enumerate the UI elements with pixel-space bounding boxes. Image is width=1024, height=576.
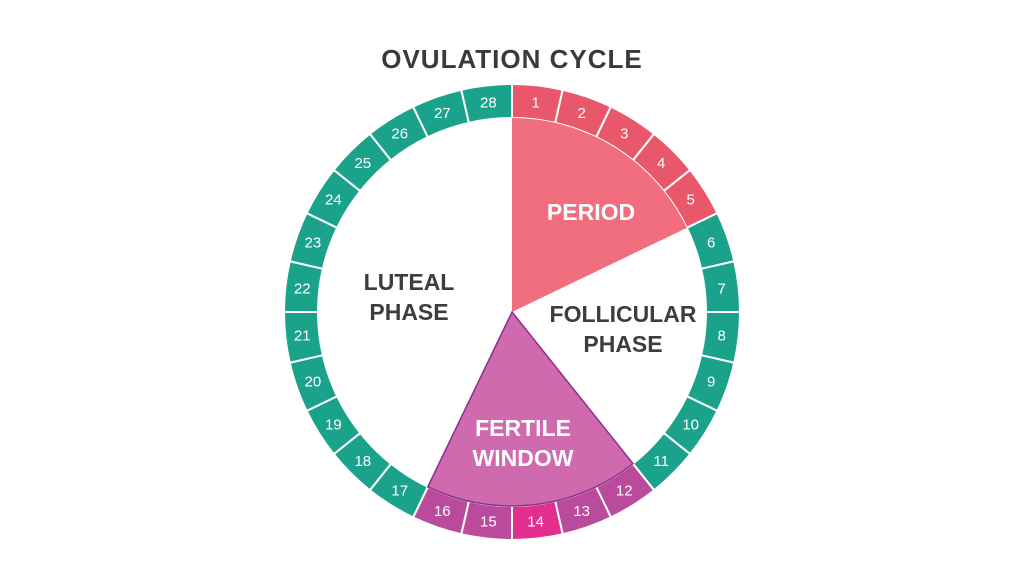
period-wedge bbox=[512, 118, 687, 312]
day-number-23: 23 bbox=[304, 234, 321, 251]
luteal-label-line2: PHASE bbox=[369, 299, 448, 325]
day-segment-28 bbox=[460, 82, 513, 125]
day-number-10: 10 bbox=[682, 416, 699, 433]
follicular-label-line1: FOLLICULAR bbox=[550, 301, 697, 327]
day-number-16: 16 bbox=[434, 503, 451, 520]
day-number-17: 17 bbox=[391, 483, 408, 500]
day-number-15: 15 bbox=[480, 514, 497, 531]
day-number-19: 19 bbox=[325, 416, 342, 433]
day-number-27: 27 bbox=[434, 105, 451, 122]
day-number-6: 6 bbox=[707, 234, 715, 251]
day-number-20: 20 bbox=[304, 374, 321, 391]
phase-labels: PERIOD LUTEAL PHASE FOLLICULAR PHASE FER… bbox=[364, 199, 697, 471]
fertile-label-line1: FERTILE bbox=[475, 415, 571, 441]
day-number-7: 7 bbox=[718, 280, 726, 297]
fertile-window-wedge bbox=[426, 310, 635, 507]
day-number-13: 13 bbox=[573, 503, 590, 520]
day-number-28: 28 bbox=[480, 94, 497, 111]
day-ring: 1234567891011121314151617181920212223242… bbox=[282, 82, 742, 542]
day-number-25: 25 bbox=[354, 155, 371, 172]
fertile-label-line2: WINDOW bbox=[473, 445, 574, 471]
follicular-label-line2: PHASE bbox=[583, 331, 662, 357]
day-number-18: 18 bbox=[354, 453, 371, 470]
day-number-26: 26 bbox=[391, 125, 408, 142]
diagram-title: OVULATION CYCLE bbox=[381, 44, 643, 74]
phase-wedges bbox=[426, 118, 687, 507]
day-number-1: 1 bbox=[531, 94, 539, 111]
day-number-3: 3 bbox=[620, 125, 628, 142]
day-number-11: 11 bbox=[653, 453, 669, 470]
day-number-2: 2 bbox=[578, 105, 586, 122]
day-number-5: 5 bbox=[686, 192, 694, 209]
day-number-8: 8 bbox=[718, 328, 726, 345]
day-number-14: 14 bbox=[527, 514, 544, 531]
day-number-22: 22 bbox=[294, 280, 311, 297]
day-number-24: 24 bbox=[325, 192, 342, 209]
day-number-9: 9 bbox=[707, 374, 715, 391]
day-number-21: 21 bbox=[294, 328, 311, 345]
day-number-12: 12 bbox=[616, 483, 633, 500]
period-label: PERIOD bbox=[547, 199, 635, 225]
day-number-4: 4 bbox=[657, 155, 665, 172]
luteal-label-line1: LUTEAL bbox=[364, 269, 455, 295]
